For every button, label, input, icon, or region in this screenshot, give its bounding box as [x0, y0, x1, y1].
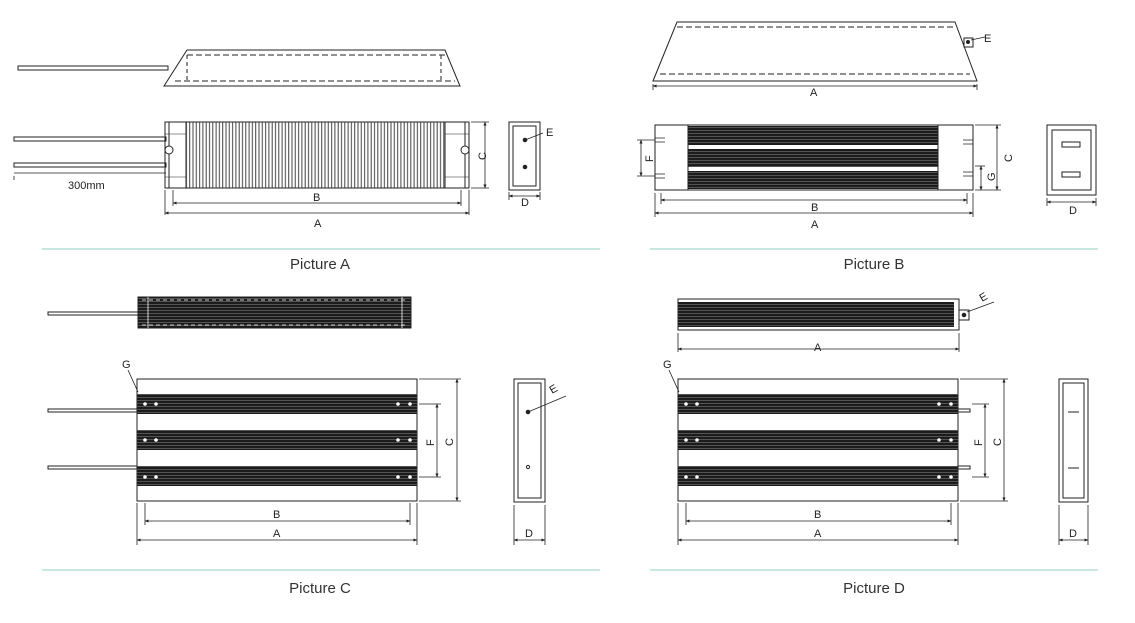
- picture-c: [47, 296, 567, 545]
- picture-c-side-view: [513, 378, 567, 545]
- label-d-b: B: [814, 509, 821, 521]
- label-c-b: B: [273, 509, 280, 521]
- divider-lines: [42, 248, 1098, 571]
- label-b-e: E: [984, 33, 991, 45]
- picture-d-side-view: [1058, 378, 1089, 545]
- label-d-a2: A: [814, 528, 822, 540]
- label-a-e: E: [546, 127, 553, 139]
- picture-d-dimensions: [677, 378, 1008, 545]
- label-a-c: C: [477, 152, 489, 160]
- picture-a: [13, 49, 544, 215]
- label-b-b: B: [811, 202, 818, 214]
- caption-picture-d: Picture D: [843, 580, 905, 597]
- picture-c-front-view: [47, 369, 418, 502]
- label-b-c: C: [1003, 154, 1015, 162]
- label-c-d: D: [525, 528, 533, 540]
- label-b-a2: A: [811, 219, 819, 231]
- picture-b-top-view: [652, 21, 986, 90]
- picture-b-dimensions: [637, 124, 1001, 217]
- label-b-g: G: [986, 172, 998, 181]
- label-b-f: F: [644, 155, 656, 162]
- label-d-f: F: [973, 439, 985, 446]
- label-d-d: D: [1069, 528, 1077, 540]
- label-b-d: D: [1069, 205, 1077, 217]
- label-d-a: A: [814, 342, 822, 354]
- label-d-c: C: [992, 438, 1004, 446]
- picture-c-dimensions: [136, 378, 461, 545]
- caption-picture-c: Picture C: [289, 580, 351, 597]
- picture-d-top-view: [677, 298, 995, 352]
- label-c-e: E: [548, 383, 560, 397]
- picture-b-side-view: [1046, 124, 1097, 206]
- picture-a-dimensions: [13, 121, 489, 215]
- label-b-a: A: [810, 87, 818, 99]
- label-c-a: A: [273, 528, 281, 540]
- picture-d: [668, 298, 1089, 545]
- label-a-d: D: [521, 197, 529, 209]
- label-c-c: C: [444, 438, 456, 446]
- picture-c-top-view: [47, 296, 412, 329]
- label-c-f: F: [425, 439, 437, 446]
- label-d-e: E: [978, 291, 990, 305]
- picture-a-front-view: [13, 121, 470, 189]
- picture-b-front-view: [654, 124, 974, 191]
- picture-a-top-view: [17, 49, 461, 87]
- caption-picture-b: Picture B: [843, 256, 905, 273]
- picture-b: [637, 21, 1097, 217]
- label-d-g: G: [663, 359, 672, 371]
- picture-a-side-view: [508, 121, 544, 200]
- lead-length-label: 300mm: [68, 180, 105, 192]
- label-a-b: B: [313, 192, 320, 204]
- label-c-g: G: [122, 359, 131, 371]
- label-a-a: A: [314, 218, 322, 230]
- caption-picture-a: Picture A: [289, 256, 351, 273]
- picture-d-front-view: [668, 369, 971, 502]
